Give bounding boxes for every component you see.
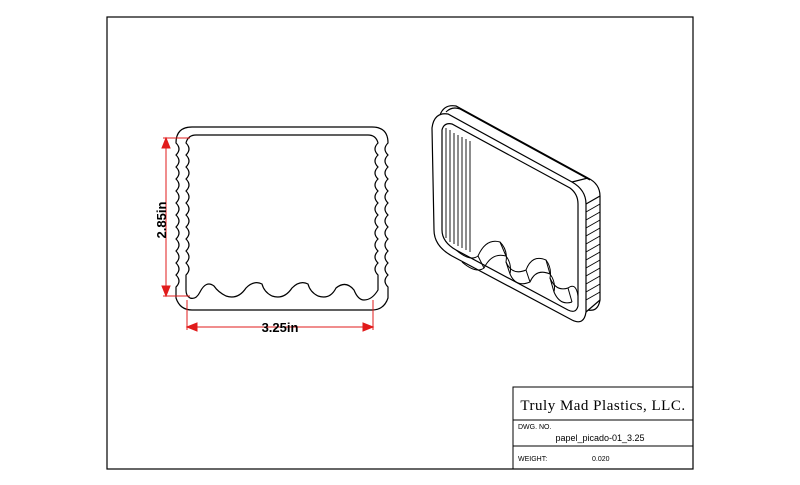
iso-left-wall-ribs: [445, 128, 471, 252]
sheet-border: [106, 16, 694, 470]
height-dimension: [161, 136, 190, 298]
iso-back-rim: [439, 105, 601, 311]
title-block: [512, 386, 694, 470]
company-name: Truly Mad Plastics, LLC.: [520, 398, 685, 414]
front-view-outer-profile: [175, 126, 389, 311]
front-view: [175, 126, 389, 311]
isometric-view: [431, 105, 601, 323]
iso-scalloped-bottom: [455, 240, 579, 304]
height-dimension-label: 2.85in: [154, 202, 169, 239]
dwg-no-value: papel_picado-01_3.25: [555, 433, 644, 443]
weight-value: 0.020: [592, 456, 610, 463]
front-view-inner-profile: [185, 134, 379, 301]
iso-front-rim: [431, 113, 587, 323]
dwg-no-label: DWG. NO.: [518, 424, 551, 431]
weight-label: WEIGHT:: [518, 456, 547, 463]
iso-right-wall-ribs: [585, 203, 601, 301]
width-dimension-label: 3.25in: [262, 320, 299, 335]
width-dimension: [185, 300, 375, 332]
